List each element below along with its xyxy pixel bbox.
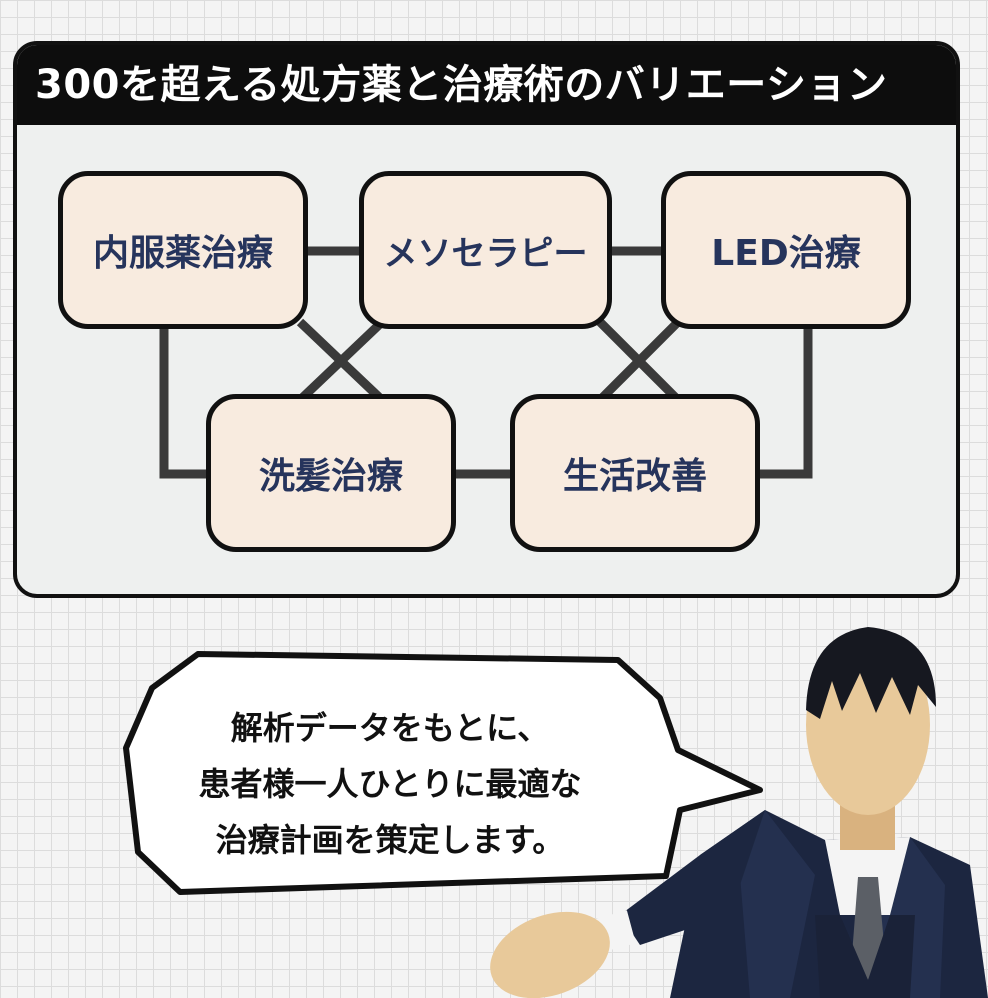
treatment-led: LED治療 (661, 171, 911, 329)
speech-line: 治療計画を策定します。 (215, 821, 565, 859)
treatment-lifestyle: 生活改善 (510, 394, 760, 552)
treatment-label: 洗髪治療 (258, 456, 403, 497)
mannequin-doctor-illustration (490, 627, 988, 998)
suit-sleeve (620, 810, 765, 945)
treatment-label: LED治療 (711, 233, 861, 274)
speech-line: 解析データをもとに、 (230, 709, 550, 747)
mannequin-hair (806, 627, 936, 719)
speech-bubble-text: 解析データをもとに、 患者様一人ひとりに最適な 治療計画を策定します。 (150, 700, 630, 868)
treatment-label: 内服薬治療 (92, 233, 273, 274)
treatment-oral-medication: 内服薬治療 (58, 171, 308, 329)
speech-bubble (123, 651, 763, 895)
panel-title: 300を超える処方薬と治療術のバリエーション (35, 62, 888, 108)
suit-lapel-left (740, 810, 815, 998)
vest (815, 915, 915, 998)
shirt-collar (825, 837, 910, 915)
treatment-mesotherapy: メソセラピー (359, 171, 612, 329)
treatment-label: 生活改善 (562, 456, 707, 497)
panel-header: 300を超える処方薬と治療術のバリエーション (17, 45, 956, 125)
mannequin-hand (490, 911, 610, 998)
speech-line: 患者様一人ひとりに最適な (198, 765, 582, 803)
treatment-scalp-wash: 洗髪治療 (206, 394, 456, 552)
treatment-label: メソセラピー (383, 233, 588, 274)
